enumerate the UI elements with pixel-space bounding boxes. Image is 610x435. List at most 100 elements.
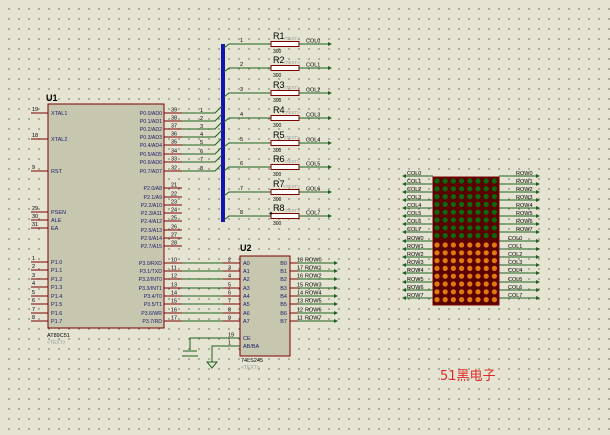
resistor-tag: <TEXT> — [283, 135, 300, 140]
u2-pin-num: 14 — [297, 291, 303, 297]
u1-pin-num: 30 — [32, 214, 38, 220]
u1-pin-num: 25 — [171, 216, 177, 222]
bus-wire-num: 7 — [240, 186, 243, 192]
matrix-pin-label: ROW7 — [407, 293, 424, 299]
u1-part: AT89C51 — [47, 333, 70, 339]
u1-tag: <TEXT> — [47, 340, 66, 346]
u1-pin-name: P1.4 — [51, 294, 62, 300]
resistor-r3[interactable]: 3 R3 300 <TEXT> COL2 — [223, 80, 332, 104]
u1-pin-name: P0.6/AD6 — [140, 160, 162, 166]
u2-pin-name: B7 — [280, 319, 287, 325]
u1-pin-num: 2 — [32, 264, 35, 270]
u2-net-label: ROW3 — [305, 283, 322, 289]
u1-pin-name: P2.4/A12 — [141, 219, 162, 225]
watermark-text: 51黑电子 — [440, 369, 496, 384]
u2-pin-num: 15 — [297, 283, 303, 289]
u1-pin-num: 6 — [32, 298, 35, 304]
resistor-body[interactable] — [270, 164, 300, 170]
resistor-ref: R6 — [273, 154, 285, 164]
u1-pin-name: RST — [51, 169, 63, 175]
u2-pin-name: AB/BA — [243, 344, 260, 350]
u1-pin-num: 32 — [171, 166, 177, 172]
u2-pin-num: 9 — [228, 316, 231, 322]
u2-pin-num: 18 — [297, 258, 303, 264]
u1-pin-name: PSEN — [51, 210, 66, 216]
u1-pin-num: 16 — [171, 308, 177, 314]
resistor-net: COL2 — [306, 88, 320, 94]
resistor-body[interactable] — [270, 140, 300, 146]
u2-pin-num: 3 — [228, 266, 231, 272]
u1-pin-name: XTAL2 — [51, 137, 67, 143]
u2-net-label: ROW7 — [305, 316, 322, 322]
matrix-pin-label: ROW6 — [407, 285, 424, 291]
u1-pin-num: 27 — [171, 233, 177, 239]
resistor-value: 300 — [273, 98, 282, 104]
u1-pin-num: 22 — [171, 192, 177, 198]
u1-pin-num: 37 — [171, 124, 177, 130]
u1-pin-num: 21 — [171, 183, 177, 189]
transceiver-u2[interactable]: U2 74LS245 <TEXT> 2A03A14A25A36A47A58A69… — [223, 243, 338, 371]
u2-pin-num: 13 — [297, 299, 303, 305]
u2-pin-name: A2 — [243, 277, 250, 283]
microcontroller-u1[interactable]: U1 AT89C51 <TEXT> 19XTAL118XTAL29RST29PS… — [31, 93, 182, 346]
u1-pin-name: P2.6/A14 — [141, 236, 162, 242]
resistor-body[interactable] — [270, 189, 300, 195]
u2-net-label: ROW6 — [305, 308, 322, 314]
u1-pin-num: 12 — [171, 274, 177, 280]
resistor-body[interactable] — [270, 213, 300, 219]
u2-ground-wiring — [182, 337, 240, 369]
resistor-net: COL6 — [306, 187, 320, 193]
resistor-ref: R2 — [273, 55, 285, 65]
bus-wire-num: 5 — [240, 137, 243, 143]
matrix-pin-label: COL7 — [407, 227, 421, 233]
resistor-ref: R8 — [273, 203, 285, 213]
matrix-pin-label: COL4 — [407, 203, 421, 209]
bus-wire-num: 3 — [240, 87, 243, 93]
cursor-marker: ✦ — [268, 210, 274, 218]
resistor-net: COL4 — [306, 138, 320, 144]
u2-pins: 2A03A14A25A36A47A58A69A718B0ROW017B1ROW1… — [223, 258, 338, 350]
matrix-pin-label: COL3 — [508, 260, 522, 266]
resistor-net: COL0 — [306, 39, 320, 45]
bus-wire-num: 2 — [200, 116, 203, 122]
u2-body[interactable] — [239, 255, 291, 357]
u2-pin-name: A4 — [243, 294, 250, 300]
u2-net-label: ROW4 — [305, 291, 322, 297]
u1-ref: U1 — [46, 93, 58, 103]
u1-pin-num: 13 — [171, 283, 177, 289]
u1-pin-name: ALE — [51, 218, 62, 224]
u1-pin-name: P2.7/A15 — [141, 244, 162, 250]
resistor-net: COL5 — [306, 162, 320, 168]
led-matrix[interactable]: COL0COL1COL2COL3COL4COL5COL6COL7ROW0ROW1… — [402, 171, 540, 306]
resistor-body[interactable] — [270, 65, 300, 71]
u1-pin-name: P1.2 — [51, 277, 62, 283]
bus-wire-num: 8 — [240, 210, 243, 216]
bus-wire-num: 5 — [200, 140, 203, 146]
u2-pin-num: 19 — [228, 333, 234, 339]
u1-pin-num: 26 — [171, 225, 177, 231]
resistor-tag: <TEXT> — [283, 85, 300, 90]
bus-wire-num: 3 — [200, 124, 203, 130]
matrix-pin-label: ROW2 — [516, 187, 533, 193]
u1-pin-name: P0.0/AD0 — [140, 111, 162, 117]
resistor-body[interactable] — [270, 90, 300, 96]
matrix-pin-label: ROW7 — [516, 227, 533, 233]
u2-pin-num: 1 — [228, 341, 231, 347]
u2-pin-num: 16 — [297, 274, 303, 280]
resistor-body[interactable] — [270, 41, 300, 47]
resistor-body[interactable] — [270, 115, 300, 121]
resistor-ref: R3 — [273, 80, 285, 90]
u1-right-pins: 39P0.0/AD038P0.1/AD137P0.2/AD236P0.3/AD3… — [139, 108, 182, 325]
u1-body[interactable] — [47, 103, 165, 329]
